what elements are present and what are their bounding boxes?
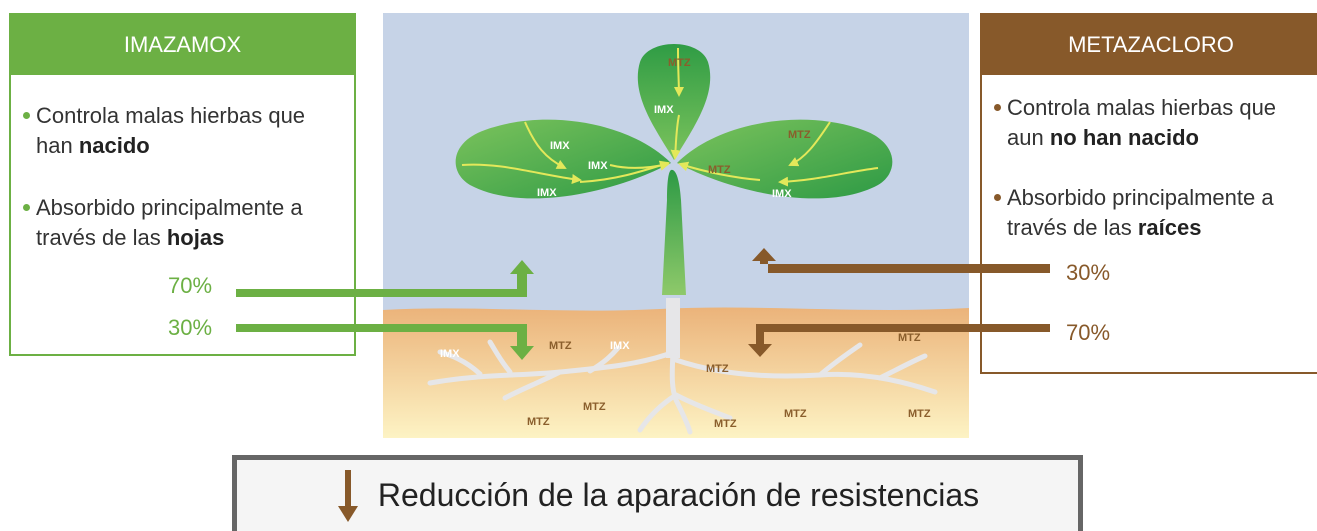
metazacloro-panel: METAZACLORO Controla malas hierbas que a…	[980, 13, 1317, 374]
label-imx: IMX	[550, 140, 570, 152]
label-mtz: MTZ	[908, 408, 931, 420]
metazacloro-pct-soil: 70%	[1066, 320, 1111, 345]
imazamox-pct-leaves: 70%	[168, 273, 213, 298]
plant-labels: MTZ IMX IMX IMX IMX MTZ MTZ IMX IMX MTZ …	[440, 57, 931, 430]
down-arrow-icon	[337, 469, 358, 522]
imazamox-pct-soil: 30%	[168, 315, 213, 340]
metazacloro-bold-no-han-nacido: no han nacido	[1049, 125, 1199, 150]
metazacloro-bullet-absorption: Absorbido principalmente a través de las…	[994, 183, 1317, 243]
label-mtz: MTZ	[714, 418, 737, 430]
leaf-arrows	[461, 47, 879, 187]
bullet-dot-icon	[994, 104, 1001, 111]
resistance-reduction-text: Reducción de la aparación de resistencia…	[377, 477, 980, 513]
sky-area	[383, 13, 969, 313]
label-imx: IMX	[610, 340, 630, 352]
label-imx: IMX	[440, 348, 460, 360]
label-mtz: MTZ	[549, 340, 572, 352]
label-mtz: MTZ	[706, 363, 729, 375]
leaf-right	[677, 119, 893, 199]
metazacloro-header: METAZACLORO	[982, 15, 1317, 75]
bullet-dot-icon	[23, 112, 30, 119]
imazamox-header: IMAZAMOX	[11, 15, 354, 75]
label-imx: IMX	[772, 188, 792, 200]
metazacloro-bullet-control: Controla malas hierbas que aun no han na…	[994, 93, 1314, 153]
metazacloro-pct-leaves: 30%	[1066, 260, 1111, 285]
label-mtz: MTZ	[788, 129, 811, 141]
label-imx: IMX	[588, 160, 608, 172]
imazamox-bullet-control: Controla malas hierbas que han nacido	[23, 101, 333, 161]
resistance-reduction-box: Reducción de la aparación de resistencia…	[232, 455, 1083, 531]
imazamox-bold-nacido: nacido	[78, 133, 150, 158]
label-mtz: MTZ	[898, 332, 921, 344]
bullet-dot-icon	[23, 204, 30, 211]
label-mtz: MTZ	[583, 401, 606, 413]
metazacloro-bold-raices: raíces	[1137, 215, 1202, 240]
leaf-top	[637, 44, 711, 160]
imazamox-title: IMAZAMOX	[123, 32, 242, 57]
soil-area	[383, 307, 969, 438]
label-mtz: MTZ	[784, 408, 807, 420]
root-base	[666, 298, 680, 358]
label-imx: IMX	[537, 187, 557, 199]
label-imx: IMX	[654, 104, 674, 116]
imazamox-bullet-absorption: Absorbido principalmente a través de las…	[23, 193, 353, 253]
label-mtz: MTZ	[668, 57, 691, 69]
stem	[662, 169, 686, 295]
metazacloro-title: METAZACLORO	[1068, 32, 1234, 57]
roots	[427, 302, 938, 435]
imazamox-bold-hojas: hojas	[166, 225, 225, 250]
imazamox-panel: IMAZAMOX Controla malas hierbas que han …	[9, 13, 356, 356]
label-mtz: MTZ	[527, 416, 550, 428]
label-mtz: MTZ	[708, 164, 731, 176]
leaf-left	[455, 119, 671, 199]
bullet-dot-icon	[994, 194, 1001, 201]
